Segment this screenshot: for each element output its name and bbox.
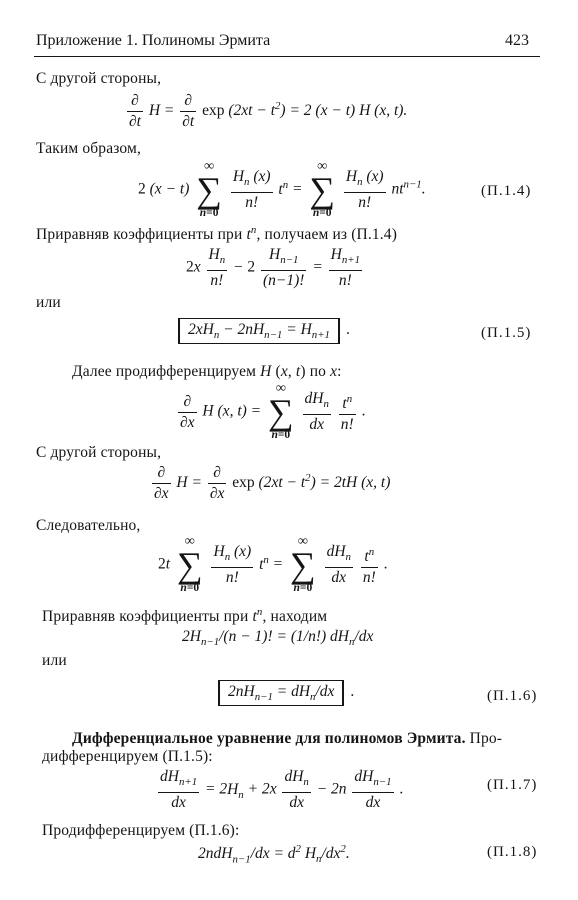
equation-dH-dx-exp: ∂∂x H = ∂∂x exp (2xt − t2) = 2tH (x, t) bbox=[152, 464, 391, 502]
running-title: Приложение 1. Полиномы Эрмита bbox=[36, 32, 271, 49]
equation-dH-dt: ∂∂t H = ∂∂t exp (2xt − t2) = 2 (x − t) H… bbox=[127, 92, 408, 130]
text-or-1: или bbox=[36, 294, 61, 311]
section-heading-line: Дифференциальное уравнение для полиномов… bbox=[72, 730, 503, 747]
text-hence: Следовательно, bbox=[36, 517, 141, 534]
text-or-2: или bbox=[42, 652, 67, 669]
text-thus: Таким образом, bbox=[36, 140, 142, 157]
equation-second-derivative: 2ndHn−1/dx = d2 Hn/dx2. bbox=[198, 843, 350, 866]
header-rule bbox=[34, 56, 540, 57]
equation-number-15: (П.1.5) bbox=[481, 325, 532, 341]
equation-coefficients-2: 2Hn−1/(n − 1)! = (1/n!) dHn/dx bbox=[182, 628, 374, 649]
equation-derivative-boxed: 2nHn−1 = dHn/dx. bbox=[218, 680, 354, 707]
text-other-side-2: С другой стороны, bbox=[36, 444, 162, 461]
text-differentiate-16: Продифференцируем (П.1.6): bbox=[42, 822, 240, 839]
equation-number-18: (П.1.8) bbox=[487, 844, 538, 860]
equation-recurrence-boxed: 2xHn − 2nHn−1 = Hn+1. bbox=[178, 318, 350, 345]
text-equate-1: Приравняв коэффициенты при tn, получаем … bbox=[36, 224, 398, 244]
text-equate-2: Приравняв коэффициенты при tn, находим bbox=[42, 606, 328, 626]
text-other-side-1: С другой стороны, bbox=[36, 70, 162, 87]
text-next: Далее продифференцируем H (x, t) по x: bbox=[72, 363, 342, 380]
page-number: 423 bbox=[505, 32, 529, 49]
equation-number-17: (П.1.7) bbox=[487, 777, 538, 793]
equation-number-14: (П.1.4) bbox=[481, 183, 532, 199]
section-text-line: дифференцируем (П.1.5): bbox=[42, 748, 213, 765]
equation-sum-identity: 2 (x − t) ∞∑n=0 Hn (x)n! tn = ∞∑n=0 Hn (… bbox=[138, 159, 426, 220]
equation-number-16: (П.1.6) bbox=[487, 688, 538, 704]
